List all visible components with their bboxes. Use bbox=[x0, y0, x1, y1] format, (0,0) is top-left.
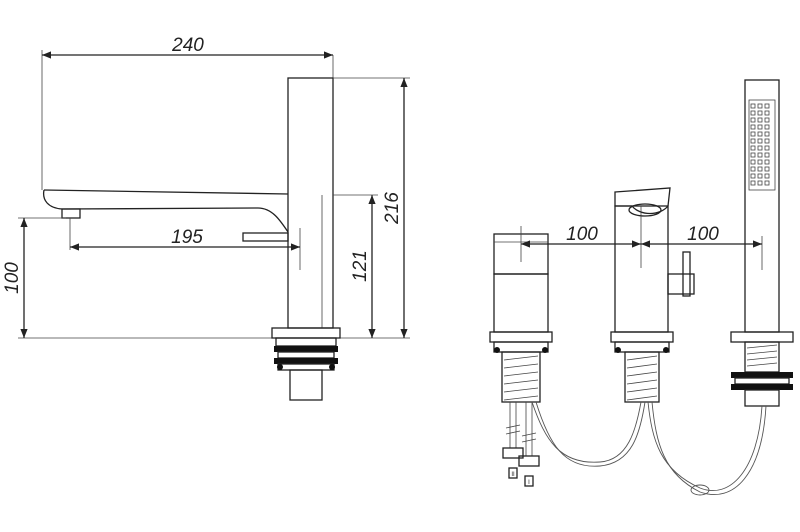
side-view: 240 195 bbox=[2, 35, 410, 401]
dim-label-195: 195 bbox=[171, 227, 203, 248]
dim-label-121: 121 bbox=[350, 250, 371, 282]
dim-label-spacing-right: 100 bbox=[687, 224, 719, 245]
hoses bbox=[531, 401, 767, 496]
base bbox=[18, 327, 410, 401]
dim-label-spacing-left: 100 bbox=[566, 224, 598, 245]
shower-nozzles bbox=[750, 103, 770, 186]
spout-front: II I bbox=[489, 233, 553, 487]
dim-label-240: 240 bbox=[171, 35, 204, 56]
connector-label-cold: I bbox=[528, 480, 530, 486]
mixer-front bbox=[610, 187, 695, 403]
dim-label-100-height: 100 bbox=[2, 262, 23, 294]
dim-label-216: 216 bbox=[382, 192, 403, 225]
connector-label-hot: II bbox=[511, 472, 515, 478]
dim-216: 216 bbox=[333, 77, 410, 338]
dim-100-height: 100 bbox=[2, 217, 66, 338]
dim-121: 121 bbox=[350, 194, 378, 338]
front-view: II I bbox=[489, 79, 794, 496]
spout-body bbox=[287, 77, 355, 329]
dim-spacing: 100 100 bbox=[520, 224, 762, 262]
dim-240: 240 bbox=[41, 35, 334, 190]
lever bbox=[242, 228, 301, 270]
hand-shower bbox=[730, 79, 794, 407]
dim-195: 195 bbox=[70, 227, 300, 251]
